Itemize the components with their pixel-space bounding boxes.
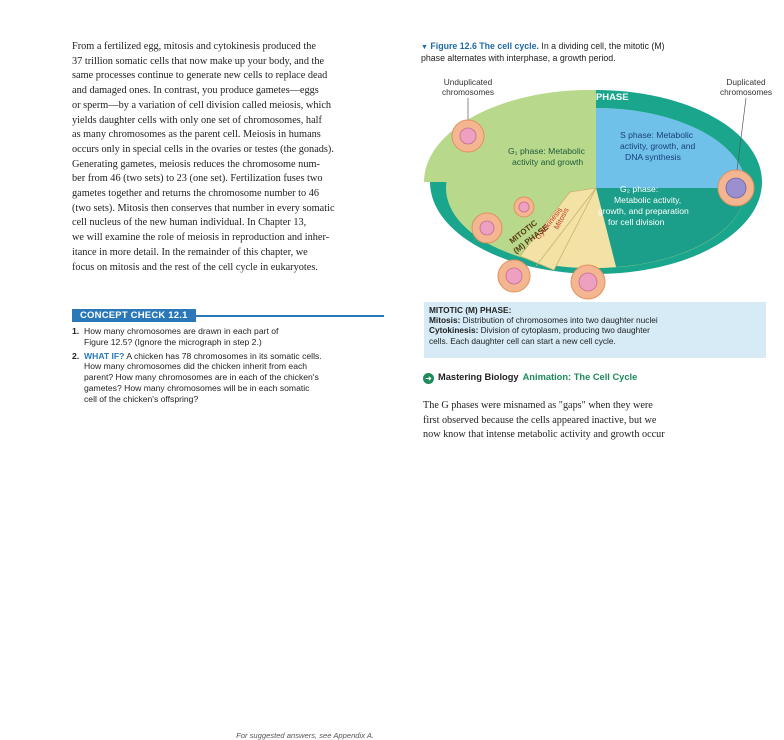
question-text: gametes? How many chromosomes will be in… bbox=[84, 382, 310, 393]
question-number: 1. bbox=[72, 326, 80, 336]
caption-text: phase alternates with interphase, a grow… bbox=[421, 53, 616, 63]
unduplicated-chromosomes-label: Unduplicated bbox=[444, 77, 493, 87]
s-phase-label: S phase: Metabolic bbox=[620, 130, 694, 140]
s-sector bbox=[596, 108, 746, 188]
text-line: gametes together and returns the chromos… bbox=[72, 188, 320, 200]
g2-phase-text: Metabolic activity, bbox=[614, 195, 681, 205]
g2-sector bbox=[596, 188, 746, 267]
g1-phase-text: activity and growth bbox=[512, 157, 583, 167]
cell-cycle-diagram: INTERPHASE G₁ phase: Metabolic activity … bbox=[423, 77, 772, 300]
concept-check-rule bbox=[72, 315, 384, 317]
text-line: The G phases were misnamed as "gaps" whe… bbox=[423, 400, 653, 411]
question-1: 1. How many chromosomes are drawn in eac… bbox=[72, 326, 384, 348]
concept-check-label: CONCEPT CHECK 12.1 bbox=[72, 309, 196, 322]
text-line: same processes continue to generate new … bbox=[72, 70, 328, 82]
interphase-label: INTERPHASE bbox=[567, 92, 628, 103]
mphase-arrow bbox=[519, 187, 597, 271]
cell-telophase bbox=[513, 196, 535, 218]
unduplicated-chromosomes-label: chromosomes bbox=[442, 87, 494, 97]
answers-footnote: For suggested answers, see Appendix A. bbox=[236, 731, 374, 740]
arrow-right-circle-icon: ➜ bbox=[423, 373, 434, 384]
mitotic-phase-title: MITOTIC (M) PHASE: bbox=[429, 305, 512, 315]
text-line: ber from 46 (two sets) to 23 (one set). … bbox=[72, 173, 323, 185]
mitotic-phase-box: MITOTIC (M) PHASE: Mitosis: Distribution… bbox=[424, 302, 766, 358]
g2-phase-text: growth, and preparation bbox=[598, 206, 689, 216]
mphase-wedge bbox=[550, 188, 616, 269]
text-line: Generating gametes, meiosis reduces the … bbox=[72, 158, 320, 170]
text-line: as many chromosomes as the parent cell. … bbox=[72, 129, 321, 141]
text-line: yields daughter cells with only one set … bbox=[72, 114, 322, 126]
caption-triangle-icon: ▼ bbox=[421, 44, 428, 51]
right-paragraph: The G phases were misnamed as "gaps" whe… bbox=[423, 399, 763, 443]
question-text: cell of the chicken's offspring? bbox=[84, 393, 199, 404]
text-line: and damaged ones. In contrast, you produ… bbox=[72, 85, 319, 97]
text-line: From a fertilized egg, mitosis and cytok… bbox=[72, 41, 316, 52]
cell-duplicated bbox=[717, 169, 755, 207]
cytokinesis-definition: Division of cytoplasm, producing two dau… bbox=[478, 325, 650, 336]
g1-phase-label: G₁ phase: Metabolic bbox=[508, 146, 586, 156]
text-line: focus on mitosis and the rest of the cel… bbox=[72, 261, 318, 273]
duplicated-chromosomes-label: Duplicated bbox=[726, 77, 766, 87]
g2-phase-label: G₂ phase: bbox=[620, 184, 658, 194]
s-phase-text: activity, growth, and bbox=[620, 141, 696, 151]
cell-prophase bbox=[570, 264, 606, 300]
text-line: cell nucleus of the new human individual… bbox=[72, 217, 307, 229]
question-text: A chicken has 78 chromosomes in its soma… bbox=[124, 350, 322, 361]
question-text: parent? How many chromosomes are in each… bbox=[84, 372, 319, 383]
cytokinesis-term: Cytokinesis: bbox=[429, 325, 479, 336]
what-if-label: WHAT IF? bbox=[84, 350, 125, 361]
caption-text: In a dividing cell, the mitotic (M) bbox=[538, 41, 665, 51]
main-text-column: From a fertilized egg, mitosis and cytok… bbox=[72, 40, 384, 275]
question-text: Figure 12.5? (Ignore the micrograph in s… bbox=[84, 336, 262, 347]
leader-line bbox=[735, 97, 747, 179]
question-text: How many chromosomes are drawn in each p… bbox=[84, 326, 279, 336]
body-paragraph: From a fertilized egg, mitosis and cytok… bbox=[72, 40, 384, 275]
question-number: 2. bbox=[72, 350, 80, 361]
figure-title: Figure 12.6 The cell cycle. bbox=[430, 41, 539, 51]
concept-check-header: CONCEPT CHECK 12.1 bbox=[72, 309, 384, 323]
mitosis-definition: Distribution of chromosomes into two dau… bbox=[460, 315, 658, 326]
mitosis-term: Mitosis: bbox=[429, 315, 461, 326]
figure-caption: ▼ Figure 12.6 The cell cycle. In a divid… bbox=[421, 41, 665, 64]
concept-check-box: CONCEPT CHECK 12.1 1. How many chromosom… bbox=[72, 309, 384, 740]
text-line: now know that intense metabolic activity… bbox=[423, 429, 665, 441]
cell-anaphase bbox=[471, 212, 503, 244]
text-line: 37 trillion somatic cells that now make … bbox=[72, 55, 325, 67]
mitosis-cytokinesis-divider bbox=[535, 187, 597, 267]
cytokinesis-definition: cells. Each daughter cell can start a ne… bbox=[429, 335, 616, 346]
duplicated-chromosomes-label: chromosomes bbox=[720, 87, 772, 97]
cell-metaphase bbox=[497, 259, 531, 293]
text-line: first observed because the cells appeare… bbox=[423, 414, 657, 426]
question-2: 2. WHAT IF? A chicken has 78 chromosomes… bbox=[72, 351, 384, 405]
text-line: or sperm—by a variation of cell division… bbox=[72, 99, 332, 111]
text-line: itance in more detail. In the remainder … bbox=[72, 246, 308, 258]
question-text: How many chromosomes did the chicken inh… bbox=[84, 361, 308, 372]
mastering-brand: Mastering Biology bbox=[438, 372, 519, 382]
cell-unduplicated bbox=[451, 119, 485, 153]
text-line: we will examine the role of meiosis in r… bbox=[72, 232, 330, 244]
text-line: occurs only in special cells in the ovar… bbox=[72, 143, 334, 155]
animation-link[interactable]: Animation: The Cell Cycle bbox=[522, 372, 638, 382]
text-line: (two sets). Mitosis then conserves that … bbox=[72, 202, 335, 214]
g2-phase-text: for cell division bbox=[608, 217, 665, 227]
s-phase-text: DNA synthesis bbox=[625, 152, 681, 162]
